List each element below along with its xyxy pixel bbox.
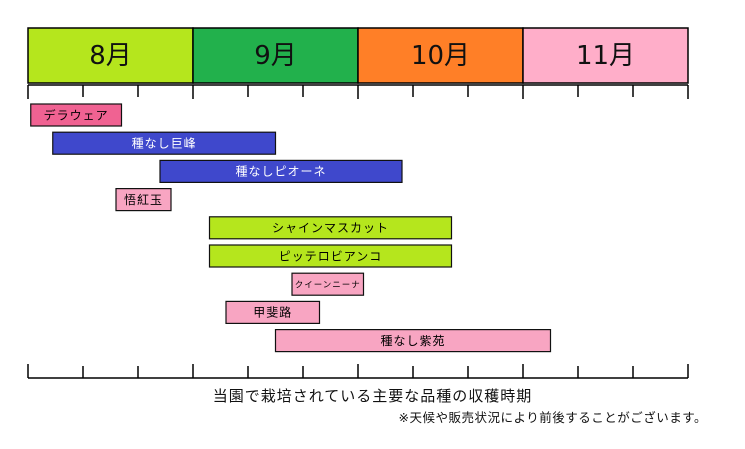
task-label: シャインマスカット	[272, 221, 389, 235]
month-header-cell	[192, 27, 359, 84]
task-bar	[30, 103, 123, 127]
task-label: ピッテロビアンコ	[279, 249, 383, 263]
month-header-cell	[27, 27, 194, 84]
task-bar	[291, 272, 365, 296]
task-label: 甲斐路	[253, 305, 292, 320]
task-bar	[208, 216, 453, 240]
task-label: クイーンニーナ	[295, 280, 361, 290]
harvest-calendar-chart: 8月 9月 10月 11月デラウェア種なし巨峰種なしピオーネ悟紅玉シャインマスカットピ…	[27, 27, 689, 379]
task-bar	[159, 159, 403, 183]
task-bar	[115, 188, 172, 212]
month-header-cell	[522, 27, 689, 84]
task-label: 種なし紫苑	[380, 334, 445, 348]
task-bar	[225, 300, 321, 324]
month-label: 11月	[576, 41, 635, 71]
month-label: 10月	[411, 41, 470, 71]
task-bar	[274, 329, 552, 353]
month-label: 8月	[89, 41, 132, 71]
task-label: 悟紅玉	[124, 192, 163, 207]
month-label: 9月	[254, 41, 297, 71]
task-bar	[52, 131, 277, 155]
task-label: 種なしピオーネ	[235, 165, 326, 179]
month-header-cell	[357, 27, 524, 84]
task-bar	[208, 244, 453, 268]
task-label: デラウェア	[44, 107, 109, 122]
chart-caption: 当園で栽培されている主要な品種の収穫時期	[212, 387, 533, 405]
chart-note: ※天候や販売状況により前後することがございます。	[398, 410, 707, 425]
task-label: 種なし巨峰	[132, 137, 197, 151]
